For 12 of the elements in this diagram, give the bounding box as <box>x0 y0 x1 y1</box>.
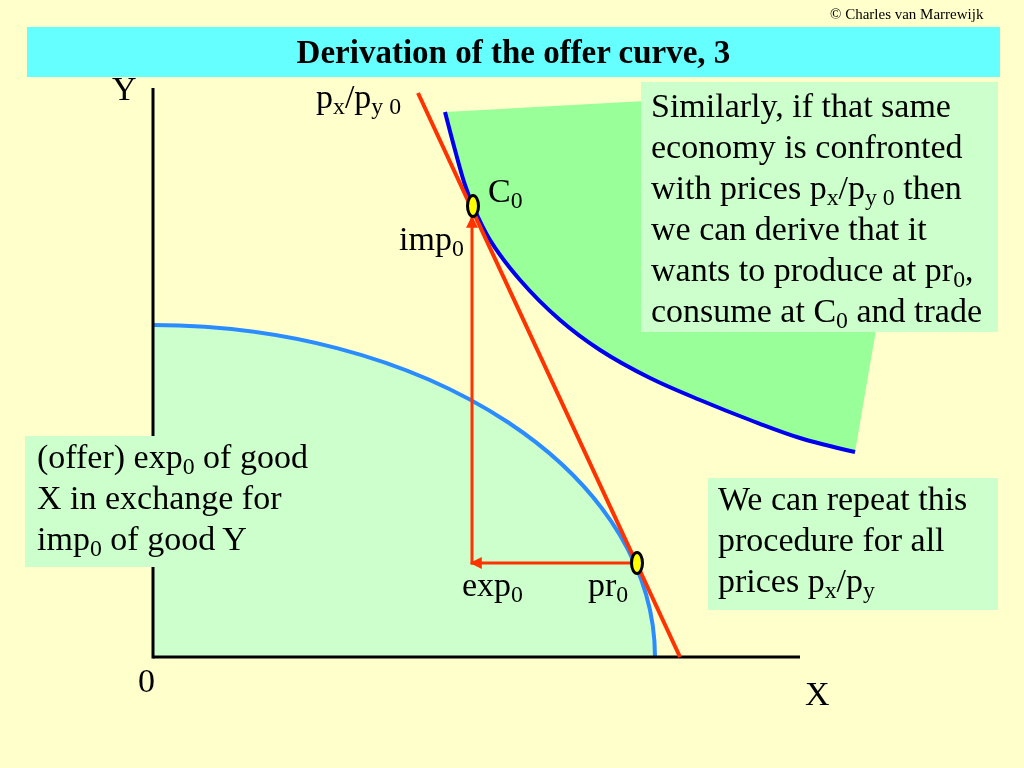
note-box: We can repeat this procedure for all prices p$_{x}$/p$_{y}$ <box>708 478 998 610</box>
import-label: imp$_{0}$ <box>399 219 464 263</box>
slide-title: Derivation of the offer curve, 3 <box>27 27 1000 77</box>
point-label: pr$_{0}$ <box>588 565 629 609</box>
note-box: Similarly, if that same economy is confronted with prices p$_{x}$/p$_{y 0}$ then we can derive that it wants to produce at pr$_{0}$, consume at C$_{0}$ and trade <box>641 82 998 332</box>
note-box: (offer) exp$_{0}$ of good X in exchange for imp$_{0}$ of good Y <box>25 436 317 567</box>
origin-label: 0 <box>138 661 155 701</box>
copyright-notice: © Charles van Marrewijk <box>830 6 984 24</box>
price-ratio-label: p$_{x}$/p$_{y 0}$ <box>316 77 402 121</box>
axis-label: X <box>805 674 830 714</box>
point-label: C$_{0}$ <box>488 171 523 215</box>
export-label: exp$_{0}$ <box>462 565 523 609</box>
